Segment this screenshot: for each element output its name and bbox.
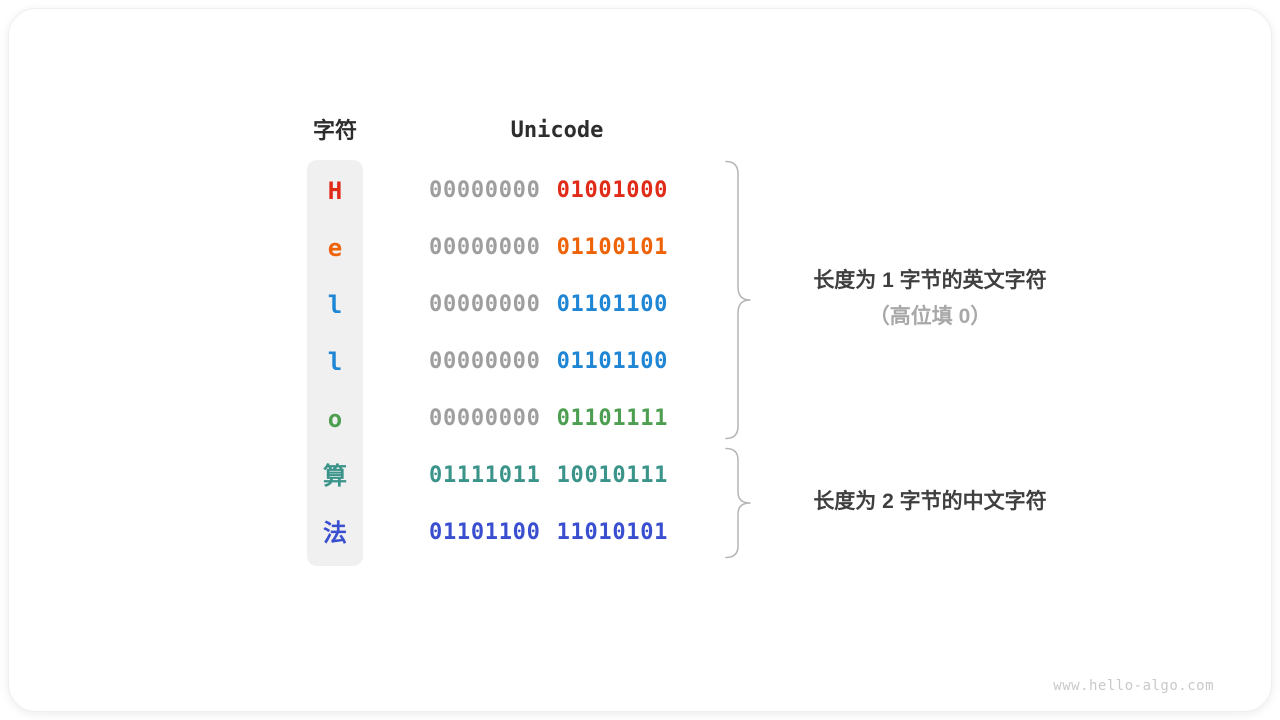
byte-high: 00000000 [429,349,541,374]
character-column-background [307,160,363,566]
byte-high: 01101100 [429,520,541,545]
binary-row-suan: 01111011 10010111 [429,461,668,491]
annotation-english-chars: 长度为 1 字节的英文字符 （高位填 0） [765,267,1095,331]
annotation-chinese-chars: 长度为 2 字节的中文字符 [765,488,1095,516]
byte-low: 01001000 [556,178,669,203]
byte-low: 01101100 [556,292,669,317]
annotation-line-muted: （高位填 0） [868,305,992,328]
binary-row-l2: 00000000 01101100 [429,347,668,377]
byte-low: 10010111 [556,463,669,488]
binary-row-h: 00000000 01001000 [429,176,668,206]
byte-low: 01100101 [556,235,669,260]
byte-high: 00000000 [429,235,541,260]
diagram-card [8,8,1272,712]
curly-brace-icon [725,160,751,440]
byte-high: 00000000 [429,406,541,431]
binary-row-e: 00000000 01100101 [429,233,668,263]
byte-high: 00000000 [429,178,541,203]
header-unicode-column: Unicode [510,118,604,143]
byte-low: 11010101 [556,520,669,545]
header-char-column: 字符 [312,118,357,143]
char-cell-l2: l [327,348,343,376]
byte-high: 00000000 [429,292,541,317]
binary-row-o: 00000000 01101111 [429,404,668,434]
annotation-line: 长度为 1 字节的英文字符 [813,269,1047,292]
annotation-line: 长度为 2 字节的中文字符 [813,490,1047,513]
byte-high: 01111011 [429,463,541,488]
byte-low: 01101111 [556,406,669,431]
char-cell-l1: l [327,291,343,319]
binary-row-l1: 00000000 01101100 [429,290,668,320]
char-cell-fa: 法 [323,519,347,547]
binary-row-fa: 01101100 11010101 [429,518,668,548]
char-cell-suan: 算 [323,462,347,490]
char-cell-e: e [327,234,343,262]
watermark: www.hello-algo.com [1053,678,1214,694]
char-cell-o: o [327,405,343,433]
char-cell-h: H [327,177,343,205]
byte-low: 01101100 [556,349,669,374]
curly-brace-icon [725,447,751,559]
